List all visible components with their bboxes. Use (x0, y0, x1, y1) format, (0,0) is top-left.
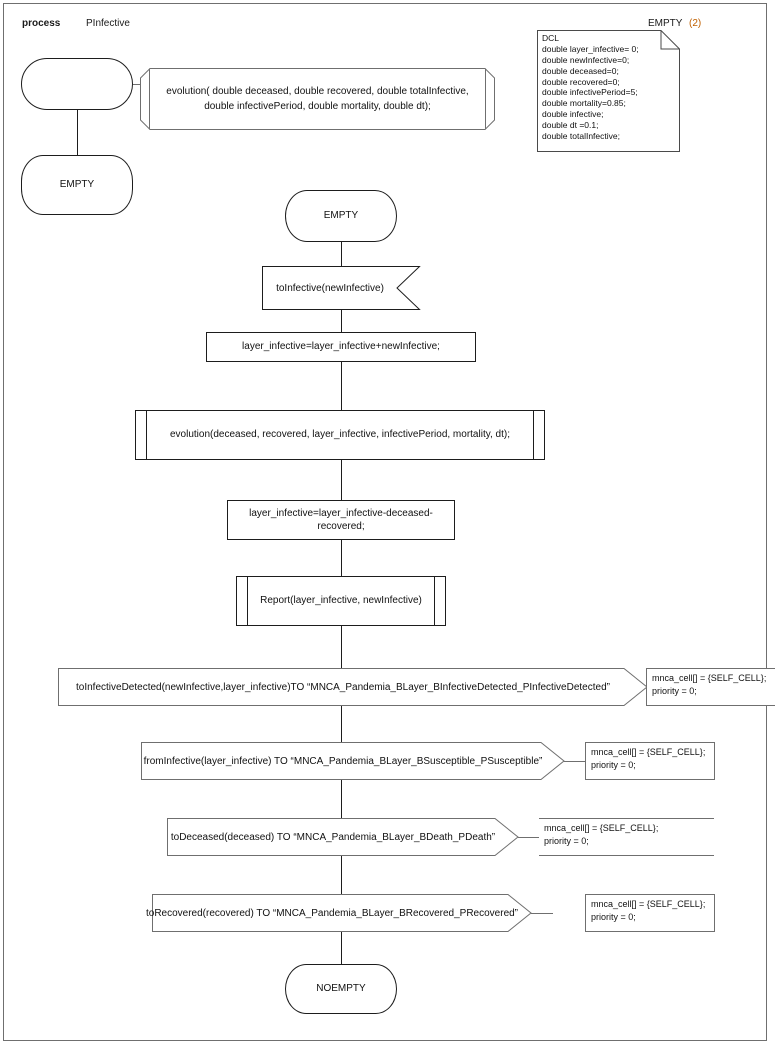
connector-start-to-empty-state (77, 110, 78, 155)
output-symbol-3-label: toDeceased(deceased) TO “MNCA_Pandemia_B… (170, 831, 496, 843)
state-symbol-empty-init-label: EMPTY (59, 179, 95, 191)
task-symbol-add-newinfective: layer_infective=layer_infective+newInfec… (206, 332, 476, 362)
procedure-call-report-label: Report(layer_infective, newInfective) (260, 595, 422, 607)
output-symbol-4-outline (152, 894, 532, 932)
output-symbol-3-outline (167, 818, 519, 856)
output-symbol-2-outline (141, 742, 565, 780)
state-symbol-empty-init: EMPTY (21, 155, 133, 215)
connector-proccall2-to-output1 (341, 626, 342, 668)
connector-output3-to-comment3 (518, 837, 540, 838)
comment-box-3: mnca_cell[] = {SELF_CELL}; priority = 0; (539, 818, 714, 856)
input-symbol-outline (262, 266, 421, 310)
procedure-declaration-symbol: evolution( double deceased, double recov… (140, 68, 495, 130)
proccall-left-bar-2 (247, 577, 248, 625)
procedure-call-evolution-label: evolution(deceased, recovered, layer_inf… (170, 429, 510, 441)
declaration-note: DCL double layer_infective= 0; double ne… (537, 30, 680, 152)
procedure-declaration-outline (140, 68, 495, 130)
input-symbol-label: toInfective(newInfective) (276, 282, 384, 294)
connector-output3-to-output4 (341, 856, 342, 894)
connector-task1-to-proccall1 (341, 362, 342, 410)
state-symbol-empty-label: EMPTY (323, 210, 359, 222)
output-symbol-4-label: toRecovered(recovered) TO “MNCA_Pandemia… (145, 907, 519, 919)
connector-output4-to-state-noempty (341, 932, 342, 964)
comment-box-1: mnca_cell[] = {SELF_CELL}; priority = 0; (646, 668, 775, 706)
input-symbol-toinfective: toInfective(newInfective) (262, 266, 421, 310)
procedure-declaration-line2: double infectivePeriod, double mortality… (204, 101, 431, 112)
state-symbol-empty: EMPTY (285, 190, 397, 242)
connector-start-to-procdecl (133, 84, 141, 85)
output-symbol-toinfectivedetected: toInfectiveDetected(newInfective,layer_i… (58, 668, 648, 706)
task-symbol-subtract-deceased-recovered: layer_infective=layer_infective-deceased… (227, 500, 455, 540)
state-symbol-noempty-label: NOEMPTY (316, 983, 366, 995)
connector-output2-to-output3 (341, 780, 342, 818)
connector-task2-to-proccall2 (341, 540, 342, 576)
connector-proccall1-to-task2 (341, 460, 342, 500)
proccall-right-bar-2 (434, 577, 435, 625)
declaration-note-text: DCL double layer_infective= 0; double ne… (542, 33, 639, 141)
output-symbol-1-outline (58, 668, 648, 706)
start-symbol (21, 58, 133, 110)
process-name: PInfective (86, 18, 130, 29)
output-symbol-torecovered: toRecovered(recovered) TO “MNCA_Pandemia… (145, 894, 532, 932)
connector-state-to-input (341, 242, 342, 266)
connector-output2-to-comment2 (564, 761, 586, 762)
process-keyword: process (22, 18, 61, 29)
page-label: EMPTY (648, 18, 683, 29)
output-symbol-1-label: toInfectiveDetected(newInfective,layer_i… (76, 681, 610, 693)
output-symbol-frominfective: fromInfective(layer_infective) TO “MNCA_… (141, 742, 565, 780)
page-number: (2) (689, 18, 702, 29)
declaration-note-outline (537, 30, 680, 152)
procedure-declaration-line1: evolution( double deceased, double recov… (166, 86, 469, 97)
connector-input-to-task1 (341, 310, 342, 332)
proccall-right-bar-1 (533, 411, 534, 459)
procedure-call-evolution: evolution(deceased, recovered, layer_inf… (135, 410, 545, 460)
connector-output4-to-comment4 (531, 913, 553, 914)
connector-output1-to-output2 (341, 706, 342, 742)
state-symbol-noempty: NOEMPTY (285, 964, 397, 1014)
task-symbol-add-newinfective-label: layer_infective=layer_infective+newInfec… (242, 341, 440, 353)
procedure-call-report: Report(layer_infective, newInfective) (236, 576, 446, 626)
proccall-left-bar-1 (146, 411, 147, 459)
output-symbol-2-label: fromInfective(layer_infective) TO “MNCA_… (143, 755, 543, 767)
comment-box-2: mnca_cell[] = {SELF_CELL}; priority = 0; (585, 742, 715, 780)
output-symbol-todeceased: toDeceased(deceased) TO “MNCA_Pandemia_B… (167, 818, 519, 856)
comment-box-4: mnca_cell[] = {SELF_CELL}; priority = 0; (585, 894, 715, 932)
task-symbol-subtract-label: layer_infective=layer_infective-deceased… (249, 507, 433, 533)
